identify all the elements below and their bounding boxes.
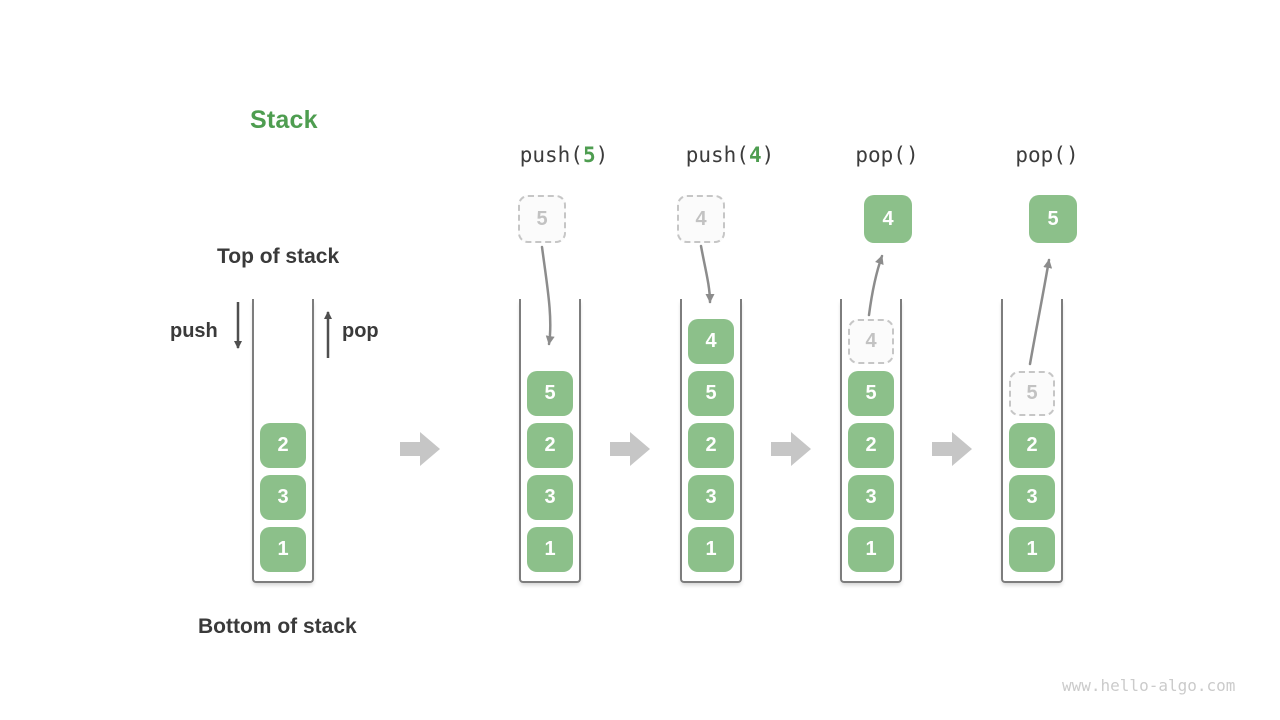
op-suffix: ) — [761, 143, 775, 167]
stack-item: 1 — [848, 527, 894, 572]
stack-item: 2 — [688, 423, 734, 468]
stack-item: 3 — [688, 475, 734, 520]
stack-item: 5 — [527, 371, 573, 416]
op-prefix: push( — [519, 143, 583, 167]
operation-label-pop-1: pop() — [807, 143, 967, 167]
stack-item: 2 — [260, 423, 306, 468]
page-title: Stack — [250, 106, 318, 134]
stack-item-ghost: 4 — [848, 319, 894, 364]
stack-item: 5 — [688, 371, 734, 416]
stack-item: 1 — [688, 527, 734, 572]
floating-item-popped4: 4 — [864, 195, 912, 243]
op-prefix: pop( — [1015, 143, 1066, 167]
op-suffix: ) — [905, 143, 919, 167]
op-arg: 4 — [748, 143, 762, 167]
push4-curve-arrow — [699, 244, 715, 304]
operation-label-push4: push(4) — [650, 143, 810, 167]
stack-item: 2 — [848, 423, 894, 468]
stack-item-ghost: 5 — [1009, 371, 1055, 416]
op-prefix: push( — [685, 143, 749, 167]
operation-label-push5: push(5) — [484, 143, 644, 167]
flow-arrow-2 — [610, 432, 650, 466]
operation-label-pop-2: pop() — [967, 143, 1127, 167]
stack-container-initial: 2 3 1 — [252, 299, 314, 583]
flow-arrow-3 — [771, 432, 811, 466]
stack-container-after-pop5: 5 2 3 1 — [1001, 299, 1063, 583]
stack-item: 2 — [1009, 423, 1055, 468]
flow-arrow-4 — [932, 432, 972, 466]
push-label: push — [170, 320, 218, 342]
stack-container-after-push5: 5 2 3 1 — [519, 299, 581, 583]
stack-container-after-pop4: 4 5 2 3 1 — [840, 299, 902, 583]
floating-item-push4: 4 — [677, 195, 725, 243]
stack-item: 4 — [688, 319, 734, 364]
stack-item: 2 — [527, 423, 573, 468]
op-arg: 5 — [582, 143, 596, 167]
stack-item: 3 — [260, 475, 306, 520]
top-of-stack-label: Top of stack — [217, 245, 340, 268]
stack-item: 3 — [1009, 475, 1055, 520]
op-prefix: pop( — [855, 143, 906, 167]
flow-arrow-1 — [400, 432, 440, 466]
op-suffix: ) — [595, 143, 609, 167]
stack-item: 1 — [1009, 527, 1055, 572]
stack-container-after-push4: 4 5 2 3 1 — [680, 299, 742, 583]
floating-item-push5: 5 — [518, 195, 566, 243]
watermark: www.hello-algo.com — [1062, 676, 1236, 695]
floating-item-popped5: 5 — [1029, 195, 1077, 243]
stack-item: 5 — [848, 371, 894, 416]
pop-label: pop — [342, 320, 379, 342]
stack-item: 3 — [848, 475, 894, 520]
stack-item: 1 — [527, 527, 573, 572]
stack-item: 1 — [260, 527, 306, 572]
op-suffix: ) — [1065, 143, 1079, 167]
stack-item: 3 — [527, 475, 573, 520]
bottom-of-stack-label: Bottom of stack — [198, 615, 357, 638]
